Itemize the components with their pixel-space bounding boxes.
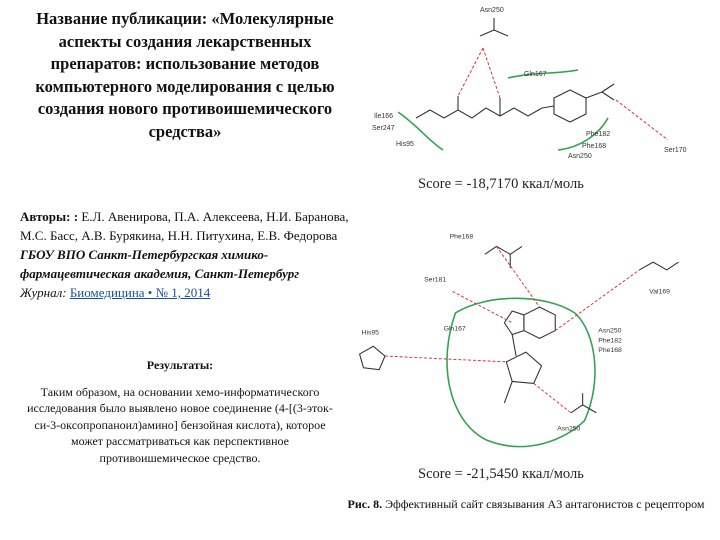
publication-title: Название публикации: «Молекулярные аспек… <box>35 9 335 141</box>
score-1: Score = -18,7170 ккал/моль <box>418 176 584 192</box>
authors-block: Авторы: : Е.Л. Авенирова, П.А. Алексеева… <box>20 207 350 302</box>
residue-label-phe168-b: Phe168 <box>598 347 622 354</box>
organization: ГБОУ ВПО Санкт-Петербургская химико-фарм… <box>20 247 300 281</box>
residue-label-ser181: Ser181 <box>424 277 446 284</box>
figure-caption: Рис. 8. Эффективный сайт связывания А3 а… <box>340 496 712 512</box>
journal-link[interactable]: Биомедицина • № 1, 2014 <box>69 285 211 300</box>
residue-label-asn250-b: Asn250 <box>557 425 580 432</box>
residue-label-ser170: Ser170 <box>664 147 687 154</box>
residue-label-ser247: Ser247 <box>372 125 395 132</box>
residue-label-ile166: Ile166 <box>374 113 393 120</box>
residue-label-gln167: Gln167 <box>524 71 547 78</box>
residue-label-phe168: Phe168 <box>450 234 474 241</box>
residue-label-asn250: Asn250 <box>480 7 504 14</box>
results-block: Результаты: Таким образом, на основании … <box>20 357 340 466</box>
authors-label: Авторы: : <box>20 209 79 224</box>
residue-label-phe182: Phe182 <box>586 131 610 138</box>
residue-label-val169: Val169 <box>649 288 670 295</box>
diagram-1-labels: Asn250 Gln167 Ile166 Ser247 His95 Phe182… <box>372 7 687 160</box>
results-text: Таким образом, на основании хемо-информа… <box>27 384 333 465</box>
residue-label-his95: His95 <box>396 141 414 148</box>
caption-label: Рис. 8. <box>347 497 383 511</box>
score-2: Score = -21,5450 ккал/моль <box>418 466 584 482</box>
journal-label: Журнал: <box>20 285 67 300</box>
caption-text: Эффективный сайт связывания А3 антагонис… <box>385 497 705 511</box>
results-heading: Результаты: <box>146 358 214 372</box>
residue-label-asn250: Asn250 <box>598 328 621 335</box>
interaction-diagram-1: Asn250 Gln167 Ile166 Ser247 His95 Phe182… <box>372 7 687 160</box>
authors-list: Е.Л. Авенирова, П.А. Алексеева, Н.И. Бар… <box>20 209 349 243</box>
residue-label-gln167: Gln167 <box>444 326 466 333</box>
residue-label-asn250-b: Asn250 <box>568 153 592 160</box>
residue-label-phe168: Phe168 <box>582 143 606 150</box>
residue-label-phe182: Phe182 <box>598 337 622 344</box>
residue-label-his95: His95 <box>362 329 380 336</box>
diagram-2-labels: Phe168 Ser181 Val169 His95 Gln167 Asn250… <box>362 234 671 433</box>
interaction-diagram-2: Phe168 Ser181 Val169 His95 Gln167 Asn250… <box>358 234 679 448</box>
